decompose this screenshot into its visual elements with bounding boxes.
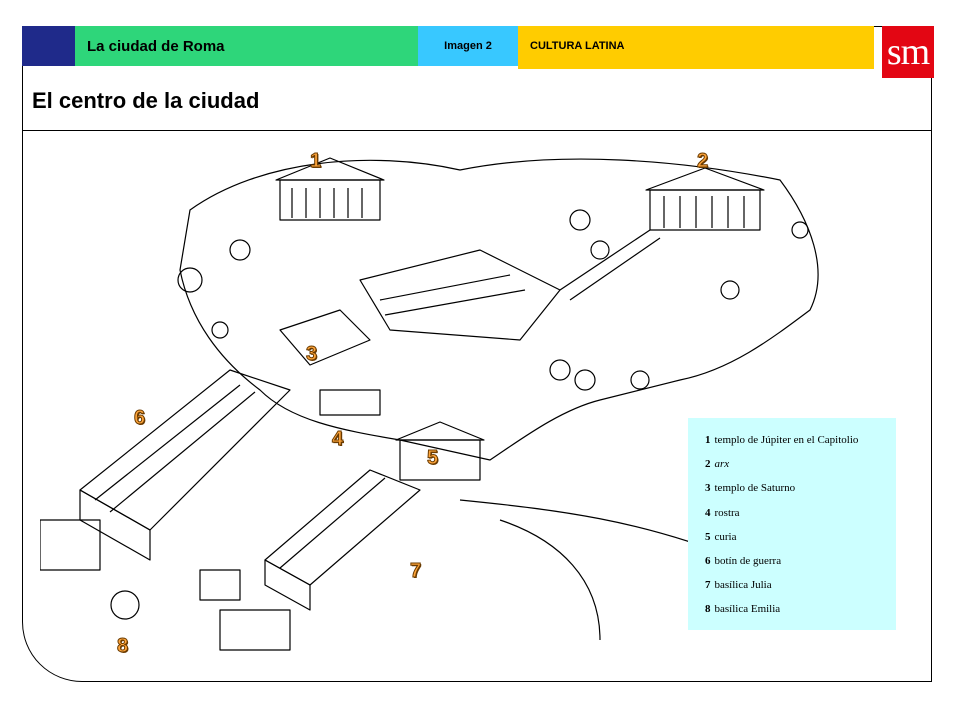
legend-item: 1 templo de Júpiter en el Capitolio: [705, 434, 896, 458]
marker-2: 2: [696, 150, 709, 173]
legend-text: rostra: [714, 506, 740, 519]
legend-text: botín de guerra: [714, 554, 782, 567]
legend-text: basílica Julia: [714, 579, 772, 592]
title-divider: [22, 130, 932, 131]
image-label: Imagen 2: [418, 26, 518, 66]
legend-number: 8: [705, 603, 711, 616]
marker-7: 7: [409, 560, 422, 583]
legend-item: 6 botín de guerra: [705, 555, 896, 579]
marker-3: 3: [305, 343, 318, 366]
legend-text: arx: [714, 458, 730, 471]
marker-4: 4: [331, 428, 344, 451]
legend-text: basílica Emilia: [714, 603, 781, 616]
legend-number: 7: [705, 579, 711, 592]
legend-text: templo de Saturno: [714, 482, 796, 495]
legend-number: 2: [705, 458, 711, 471]
roman-forum-illustration: [40, 157, 819, 651]
legend-text: curia: [714, 530, 737, 543]
marker-1: 1: [309, 150, 322, 173]
header-underline-strip: [518, 66, 874, 69]
legend-number: 5: [705, 530, 711, 543]
marker-8: 8: [116, 635, 129, 658]
course-title: La ciudad de Roma: [75, 26, 418, 66]
header-navy-block: [22, 26, 75, 66]
legend-number: 1: [705, 434, 711, 446]
legend-item: 2 arx: [705, 458, 896, 482]
legend-item: 7 basílica Julia: [705, 579, 896, 603]
legend-item: 4 rostra: [705, 507, 896, 531]
legend-item: 3 templo de Saturno: [705, 482, 896, 506]
legend-box: 1 templo de Júpiter en el Capitolio 2 ar…: [688, 418, 896, 630]
legend-item: 5 curia: [705, 531, 896, 555]
legend-number: 4: [705, 506, 711, 519]
legend-text: templo de Júpiter en el Capitolio: [714, 434, 859, 446]
marker-6: 6: [133, 407, 146, 430]
legend-number: 6: [705, 554, 711, 567]
sm-logo: sm: [882, 26, 934, 78]
legend-item: 8 basílica Emilia: [705, 603, 896, 627]
legend-number: 3: [705, 482, 711, 495]
marker-5: 5: [426, 447, 439, 470]
header-bar: La ciudad de Roma Imagen 2 CULTURA LATIN…: [22, 26, 874, 66]
subject-label: CULTURA LATINA: [518, 26, 874, 66]
page-title: El centro de la ciudad: [32, 88, 260, 113]
